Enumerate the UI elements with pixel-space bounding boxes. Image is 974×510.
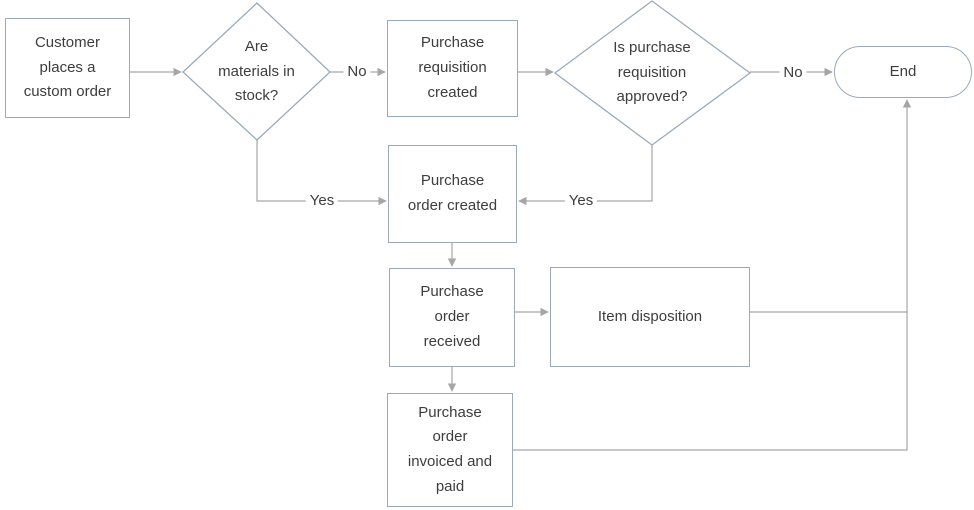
node-purchase-order-created: Purchase order created — [388, 145, 517, 243]
edge-label-no-approved: No — [779, 64, 807, 82]
node-purchase-requisition-created: Purchase requisition created — [387, 20, 518, 117]
connector-approved-yes-to-po-created — [518, 145, 653, 206]
edge-label-no-materials: No — [343, 63, 371, 81]
node-end-terminator: End — [834, 46, 972, 98]
decision-requisition-approved-shape — [553, 0, 752, 146]
connector-stock-yes-to-po-created — [256, 140, 387, 206]
node-requisition-approved-decision: Is purchase requisition approved? — [613, 38, 691, 106]
node-purchase-order-received: Purchase order received — [389, 268, 515, 367]
node-materials-in-stock-decision: Are materials in stock? — [218, 37, 295, 105]
edge-label-yes-materials: Yes — [305, 192, 339, 210]
node-item-disposition: Item disposition — [550, 267, 750, 367]
node-customer-places-custom-order: Customer places a custom order — [5, 18, 130, 118]
node-purchase-order-invoiced-and-paid: Purchase order invoiced and paid — [387, 393, 513, 507]
edge-label-yes-approved: Yes — [564, 192, 598, 210]
connector-po-invoiced-to-end — [513, 99, 912, 451]
